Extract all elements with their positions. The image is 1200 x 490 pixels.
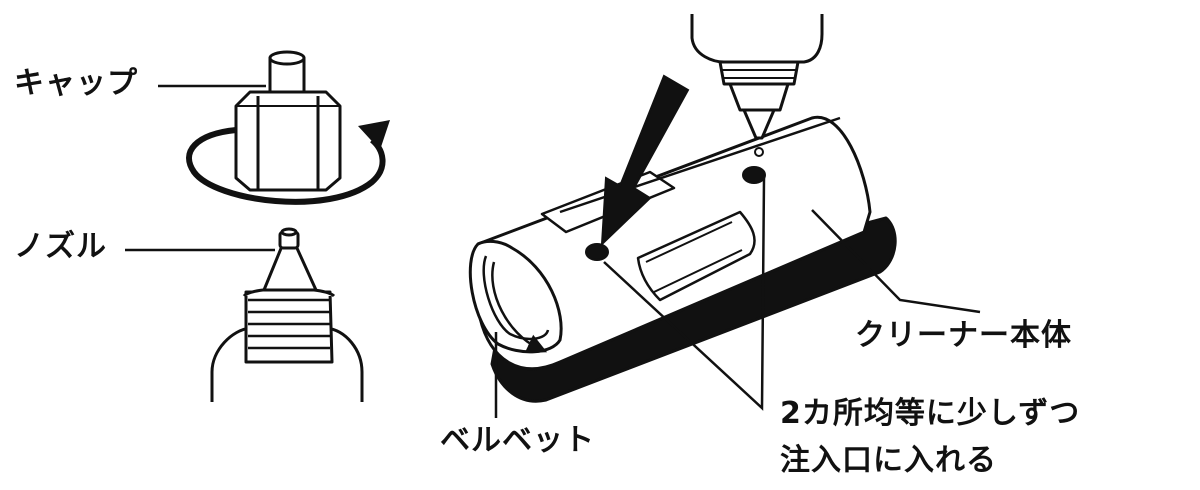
instruction-line-2: 注入口に入れる — [780, 443, 997, 478]
cleaner-body-label: クリーナー本体 — [855, 318, 1072, 353]
nozzle-label: ノズル — [14, 229, 107, 264]
instruction-line-1: 2カ所均等に少しずつ — [780, 396, 1081, 431]
bottle-illustration — [210, 227, 364, 402]
cleaner-body-leader-line — [811, 209, 981, 314]
insert-arrow-icon — [600, 74, 690, 247]
velvet-label: ベルベット — [440, 423, 595, 458]
cleaner-body-illustration — [468, 115, 897, 403]
velvet-arrow-icon — [491, 261, 548, 353]
instruction-leader-line — [603, 177, 766, 411]
cap-label: キャップ — [14, 66, 138, 101]
cap-illustration — [234, 50, 342, 192]
rotation-arrow-icon — [186, 120, 390, 205]
dripping-bottle-illustration — [690, 14, 824, 157]
